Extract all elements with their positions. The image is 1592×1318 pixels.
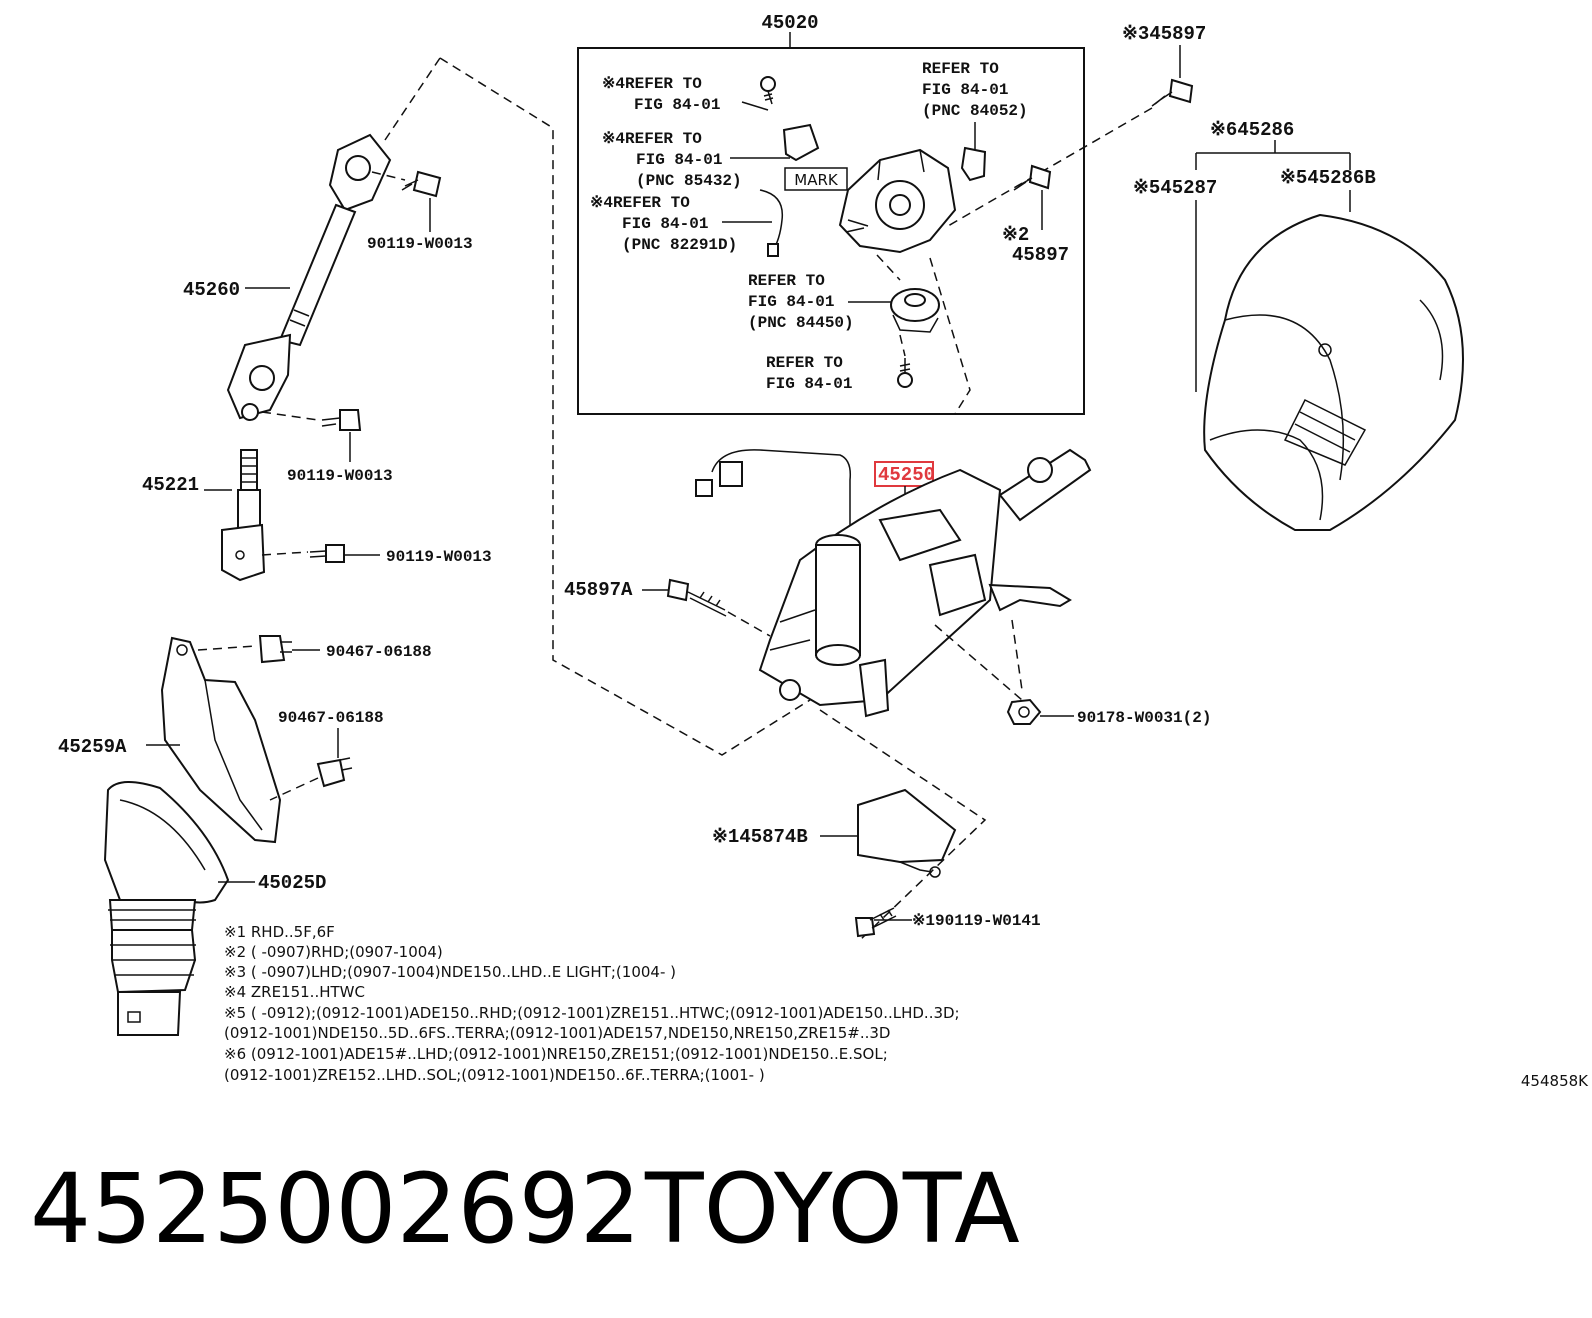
refer-label-d-line3: (PNC 84052) <box>922 102 1028 120</box>
bolt-90119-2 <box>321 409 362 431</box>
note-line-1: ※1 RHD..5F,6F <box>224 923 335 941</box>
refer-label-c-line1: ※4REFER TO <box>590 194 690 212</box>
lower-shaft-part <box>221 449 266 582</box>
refer-label-e-line3: (PNC 84450) <box>748 314 854 332</box>
label-45259A: 45259A <box>58 736 127 758</box>
refer-label-d-line2: FIG 84-01 <box>922 81 1008 99</box>
refer-label-a-line1: ※4REFER TO <box>602 75 702 93</box>
label-90467-1: 90467-06188 <box>326 643 432 661</box>
cover-45259A <box>160 636 282 844</box>
label-90178: 90178-W0031(2) <box>1077 709 1211 727</box>
column-cover-part <box>1203 213 1464 531</box>
note-line-3: ※3 ( -0907)LHD;(0907-1004)NDE150..LHD..E… <box>224 963 676 981</box>
bolt-90119-W0141 <box>854 907 897 938</box>
note-line-6: (0912-1001)NDE150..5D..6FS..TERRA;(0912-… <box>224 1024 890 1042</box>
label-45020: 45020 <box>761 12 818 34</box>
figure-code: 454858K <box>1521 1072 1589 1090</box>
connector-part <box>960 146 987 182</box>
refer-label-c-line2: FIG 84-01 <box>622 215 708 233</box>
refer-label-f-line2: FIG 84-01 <box>766 375 852 393</box>
bolt-90119-3 <box>309 544 345 563</box>
label-45897-mid-mark: ※2 <box>1002 224 1029 246</box>
key-cylinder-part <box>890 288 940 333</box>
label-90467-2: 90467-06188 <box>278 709 384 727</box>
label-45025D: 45025D <box>258 872 326 894</box>
label-45286B: ※545286B <box>1280 167 1376 189</box>
refer-label-f-line1: REFER TO <box>766 354 843 372</box>
label-45260: 45260 <box>183 279 240 301</box>
label-45250: 45250 <box>878 464 935 486</box>
note-line-4: ※4 ZRE151..HTWC <box>224 983 365 1001</box>
highlight-box-45250 <box>874 461 934 487</box>
part-number: 4525002692 <box>30 1153 641 1265</box>
refer-label-a-line2: FIG 84-01 <box>634 96 720 114</box>
refer-label-b-line1: ※4REFER TO <box>602 130 702 148</box>
bolt-45897-mid <box>1013 164 1052 191</box>
mark-label: MARK <box>794 171 839 189</box>
wire-harness-part <box>759 189 784 253</box>
label-90119-W0141: ※190119-W0141 <box>912 912 1041 930</box>
refer-label-d-line1: REFER TO <box>922 60 999 78</box>
label-45897-top: ※345897 <box>1122 23 1206 45</box>
label-90119-1: 90119-W0013 <box>367 235 473 253</box>
refer-label-b-line3: (PNC 85432) <box>636 172 742 190</box>
label-45287: ※545287 <box>1133 177 1217 199</box>
intermediate-shaft-part <box>226 133 392 421</box>
clip-90467-1 <box>258 635 292 664</box>
bolt-45897-top <box>1151 78 1194 107</box>
boot-45025D <box>103 781 230 1036</box>
label-90119-3: 90119-W0013 <box>386 548 492 566</box>
note-line-8: (0912-1001)ZRE152..LHD..SOL;(0912-1001)N… <box>224 1066 765 1084</box>
note-line-7: ※6 (0912-1001)ADE15#..LHD;(0912-1001)NRE… <box>224 1045 888 1063</box>
label-45874B: ※145874B <box>712 826 808 848</box>
ignition-switch-part <box>838 148 957 254</box>
label-45286: ※645286 <box>1210 119 1294 141</box>
label-45221: 45221 <box>142 474 199 496</box>
screw-part <box>897 358 913 388</box>
ignition-group-box <box>577 47 1085 415</box>
applicability-notes: ※1 RHD..5F,6F ※2 ( -0907)RHD;(0907-1004)… <box>224 923 960 1084</box>
clip-90467-2 <box>316 757 353 788</box>
steering-column-part <box>695 448 1092 718</box>
refer-label-b-line2: FIG 84-01 <box>636 151 722 169</box>
bolt-90119-1 <box>401 170 442 198</box>
label-90119-2: 90119-W0013 <box>287 467 393 485</box>
sensor-part <box>782 123 820 162</box>
mark-box <box>784 167 848 191</box>
note-line-2: ※2 ( -0907)RHD;(0907-1004) <box>224 943 443 961</box>
refer-label-c-line3: (PNC 82291D) <box>622 236 737 254</box>
small-screw-part <box>760 76 776 105</box>
brand-name: TOYOTA <box>644 1153 1020 1265</box>
bracket-45874B <box>857 788 957 878</box>
refer-label-e-line2: FIG 84-01 <box>748 293 834 311</box>
note-line-5: ※5 ( -0912);(0912-1001)ADE150..RHD;(0912… <box>224 1004 960 1022</box>
refer-label-e-line1: REFER TO <box>748 272 825 290</box>
bolt-45897A <box>666 578 727 617</box>
label-45897A: 45897A <box>564 579 633 601</box>
label-45897-mid: 45897 <box>1012 244 1069 266</box>
nut-90178 <box>1006 698 1042 725</box>
